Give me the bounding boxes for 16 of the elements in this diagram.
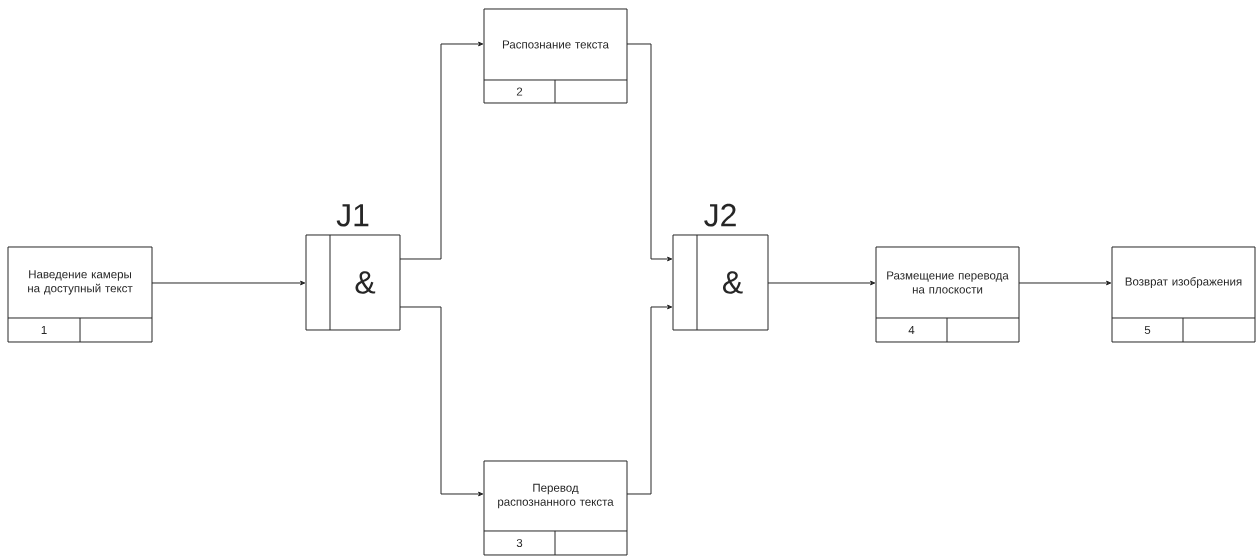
process-box: Наведение камеры на доступный текст 1 — [7, 246, 153, 343]
arrow — [626, 43, 673, 262]
process-box: Перевод распознанного текста 3 — [483, 460, 628, 556]
arrow — [767, 280, 876, 286]
arrow — [626, 304, 673, 495]
arrow — [1018, 280, 1112, 286]
arrow — [151, 280, 306, 286]
junction-box: J1 & — [305, 204, 401, 331]
process-box: Возврат изображения 5 — [1111, 246, 1256, 343]
arrow — [399, 41, 484, 260]
node-label: J1 — [336, 204, 369, 227]
arrow — [399, 306, 484, 497]
process-box: Размещение перевода на плоскости 4 — [875, 246, 1020, 343]
junction-box: J2 & — [672, 203, 769, 331]
node-label: J2 — [704, 203, 736, 227]
process-box: Распознание текста 2 — [483, 8, 628, 104]
